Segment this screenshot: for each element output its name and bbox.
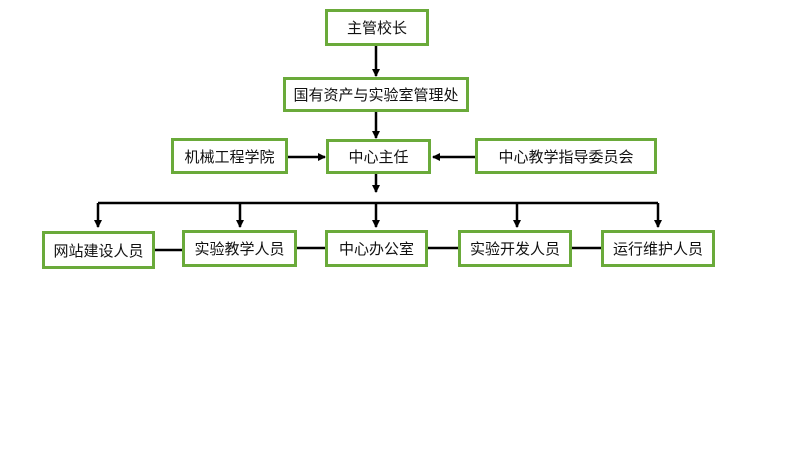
node-principal-label: 主管校长 (346, 19, 407, 37)
node-director: 中心主任 (326, 139, 431, 174)
node-maint-staff: 运行维护人员 (601, 230, 715, 267)
node-maint-staff-label: 运行维护人员 (612, 240, 703, 258)
node-teaching-staff: 实验教学人员 (182, 230, 297, 267)
node-center-office: 中心办公室 (325, 230, 428, 267)
node-center-office-label: 中心办公室 (338, 240, 414, 258)
node-dev-staff: 实验开发人员 (458, 230, 572, 267)
node-dev-staff-label: 实验开发人员 (469, 240, 560, 258)
node-steering-committee: 中心教学指导委员会 (475, 138, 657, 174)
node-assets-office: 国有资产与实验室管理处 (283, 77, 469, 112)
node-steering-committee-label: 中心教学指导委员会 (498, 147, 634, 166)
node-teaching-staff-label: 实验教学人员 (194, 240, 285, 258)
node-web-staff-label: 网站建设人员 (53, 241, 144, 260)
node-mech-school-label: 机械工程学院 (184, 147, 275, 166)
node-web-staff: 网站建设人员 (42, 231, 155, 269)
node-assets-office-label: 国有资产与实验室管理处 (293, 86, 459, 104)
node-director-label: 中心主任 (348, 148, 409, 166)
node-mech-school: 机械工程学院 (171, 138, 288, 174)
node-principal: 主管校长 (325, 9, 429, 46)
